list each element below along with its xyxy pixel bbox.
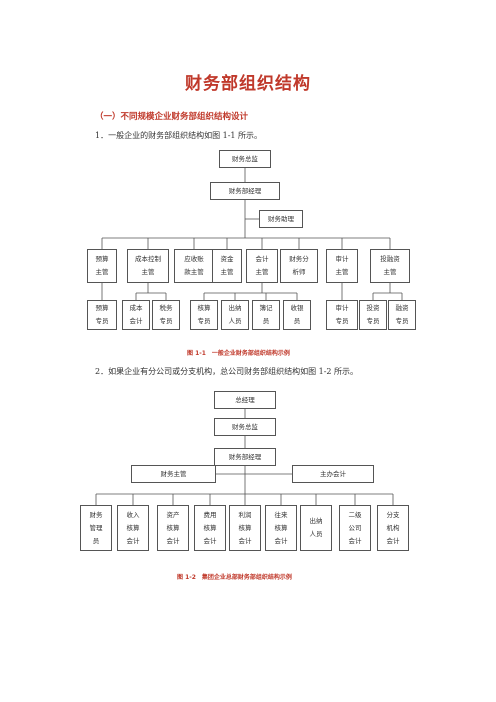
chart1-box-cost-control-supervisor: 成本控制 主管 [127,249,169,283]
figure-caption-2: 图 1-2 集团企业总部财务部组织结构示例 [177,574,292,581]
chart1-box-investment-supervisor: 投融资 主管 [370,249,410,283]
chart1-box-funds-supervisor: 资金 主管 [212,249,242,283]
chart2-box-finance-manager: 财务部经理 [214,448,276,466]
chart1-box-financial-analyst: 财务分 析师 [280,249,318,283]
chart2-box-profit-accountant: 利润 核算 会计 [229,505,261,551]
chart1-box-tax-specialist: 税务 专员 [152,300,180,330]
section-heading: （一）不同规模企业财务部组织结构设计 [95,112,249,122]
figure-caption-1: 图 1-1 一般企业财务部组织结构示例 [187,350,290,357]
chart1-box-audit-supervisor: 审计 主管 [326,249,358,283]
chart2-box-revenue-accountant: 收入 核算 会计 [117,505,149,551]
chart1-box-accounting-specialist: 核算 专员 [190,300,218,330]
chart2-box-receivables-payables-accountant: 往来 核算 会计 [265,505,297,551]
chart2-box-chief-accountant: 主办会计 [292,465,374,483]
chart1-box-investment-specialist: 投资 专员 [359,300,387,330]
chart1-box-budget-specialist: 预算 专员 [87,300,117,330]
chart1-box-bookkeeper: 簿记 员 [252,300,280,330]
chart1-box-audit-specialist: 审计 专员 [326,300,358,330]
chart2-box-expense-accountant: 费用 核算 会计 [194,505,226,551]
chart1-box-finance-manager: 财务部经理 [210,182,280,200]
document-title: 财务部组织结构 [185,74,311,94]
chart2-box-subsidiary-accountant: 二级 公司 会计 [339,505,371,551]
chart1-box-finance-assistant: 财务助理 [259,210,303,228]
chart1-box-cost-accountant: 成本 会计 [122,300,150,330]
chart1-box-accounting-supervisor: 会计 主管 [246,249,278,283]
chart1-box-cashier: 出纳 人员 [221,300,249,330]
chart2-box-branch-accountant: 分支 机构 会计 [377,505,409,551]
chart1-box-cash-collector: 收银 员 [283,300,311,330]
chart2-box-finance-supervisor: 财务主管 [131,465,216,483]
chart2-box-finance-director: 财务总监 [214,418,276,436]
paragraph-2: 2．如果企业有分公司或分支机构，总公司财务部组织结构如图 1-2 所示。 [95,367,359,376]
chart2-box-finance-administrator: 财务 管理 员 [80,505,112,551]
chart2-box-cashier: 出纳 人员 [300,505,332,551]
paragraph-1: 1．一般企业的财务部组织结构如图 1-1 所示。 [95,131,263,140]
chart1-box-financing-specialist: 融资 专员 [388,300,416,330]
chart1-box-budget-supervisor: 预算 主管 [87,249,117,283]
chart2-box-general-manager: 总经理 [214,391,276,409]
chart1-box-finance-director: 财务总监 [219,150,271,168]
chart2-box-asset-accountant: 资产 核算 会计 [157,505,189,551]
chart1-box-receivables-supervisor: 应收账 款主管 [174,249,214,283]
